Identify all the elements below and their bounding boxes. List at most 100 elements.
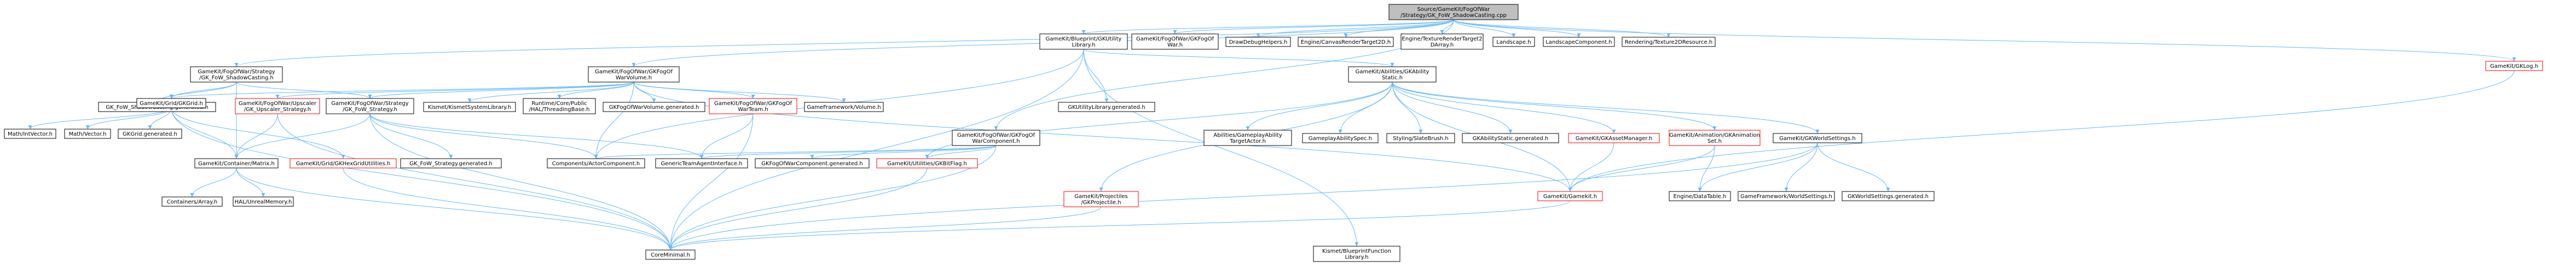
node-gf_volume[interactable]: GameFramework/Volume.h xyxy=(804,102,884,112)
node-box-landscape[interactable] xyxy=(1492,37,1535,47)
node-container_mat[interactable]: GameKit/Container/Matrix.h xyxy=(194,158,279,169)
node-box-fow_war[interactable] xyxy=(1131,33,1219,50)
node-datatable[interactable]: Engine/DataTable.h xyxy=(1669,191,1731,201)
node-box-generic_team[interactable] xyxy=(655,158,748,169)
node-strategy[interactable]: GameKit/FogOfWar/Strategy/GK_FoW_Strateg… xyxy=(326,98,414,114)
node-box-asset_mgr[interactable] xyxy=(1568,133,1660,143)
node-gklog[interactable]: GameKit/GKLog.h xyxy=(2485,61,2543,71)
node-drawdebug[interactable]: DrawDebugHelpers.h xyxy=(1225,37,1291,47)
node-gf_ws[interactable]: GameFramework/WorldSettings.h xyxy=(1738,191,1835,201)
node-box-ability_gen[interactable] xyxy=(1462,133,1559,143)
node-box-drawdebug[interactable] xyxy=(1225,37,1291,47)
node-bp_util[interactable]: GameKit/Blueprint/GKUtilityLibrary.h xyxy=(1039,33,1128,50)
node-box-threading[interactable] xyxy=(523,98,596,114)
node-containers_arr[interactable]: Containers/Array.h xyxy=(161,196,223,207)
node-landscape[interactable]: Landscape.h xyxy=(1492,37,1535,47)
node-box-ws_gen[interactable] xyxy=(1842,191,1935,201)
node-canvas_rt[interactable]: Engine/CanvasRenderTarget2D.h xyxy=(1298,37,1394,47)
node-box-projectiles[interactable] xyxy=(1063,191,1139,207)
node-box-bp_util[interactable] xyxy=(1039,33,1128,50)
node-box-bitflag[interactable] xyxy=(876,158,978,169)
node-projectiles[interactable]: GameKit/Projectiles/GKProjectile.h xyxy=(1063,191,1139,207)
node-asset_mgr[interactable]: GameKit/GKAssetManager.h xyxy=(1568,133,1660,143)
node-bitflag[interactable]: GameKit/Utilities/GKBitFlag.h xyxy=(876,158,978,169)
node-box-comp_gen[interactable] xyxy=(755,158,870,169)
node-ws_gen[interactable]: GKWorldSettings.generated.h xyxy=(1842,191,1935,201)
node-box-hexgrid[interactable] xyxy=(290,158,397,169)
node-box-gklog[interactable] xyxy=(2485,61,2543,71)
node-ability_gen[interactable]: GKAbilityStatic.generated.h xyxy=(1462,133,1559,143)
node-upscaler[interactable]: GameKit/FogOfWar/Upscaler/GK_Upscaler_St… xyxy=(235,98,320,114)
node-box-volume_gen[interactable] xyxy=(603,102,705,112)
node-gamekit_h[interactable]: GameKit/Gamekit.h xyxy=(1537,191,1603,201)
node-box-containers_arr[interactable] xyxy=(161,196,223,207)
node-gas_spec[interactable]: GameplayAbilitySpec.h xyxy=(1302,133,1379,143)
edge-gkability-to-abilities_ta xyxy=(1246,82,1393,131)
node-box-canvas_rt[interactable] xyxy=(1298,37,1394,47)
node-threading[interactable]: Runtime/Core/Public/HAL/ThreadingBase.h xyxy=(523,98,596,114)
node-box-fow_team[interactable] xyxy=(709,98,797,114)
node-box-kismet_sys[interactable] xyxy=(423,102,516,112)
node-strategy_gen[interactable]: GK_FoW_Strategy.generated.h xyxy=(400,158,502,169)
node-kismet_sys[interactable]: Kismet/KismetSystemLibrary.h xyxy=(423,102,516,112)
node-slate_brush[interactable]: Styling/SlateBrush.h xyxy=(1386,133,1455,143)
node-gkgrid[interactable]: GameKit/Grid/GKGrid.h xyxy=(136,98,206,108)
node-util_gen[interactable]: GKUtilityLibrary.generated.h xyxy=(1058,102,1155,112)
node-comp_gen[interactable]: GKFogOfWarComponent.generated.h xyxy=(755,158,870,169)
node-hexgrid[interactable]: GameKit/Grid/GKHexGridUtilities.h xyxy=(290,158,397,169)
node-box-strategy_h[interactable] xyxy=(190,66,283,83)
node-coreminimal[interactable]: CoreMinimal.h xyxy=(645,249,696,260)
node-box-coreminimal[interactable] xyxy=(645,249,696,260)
node-box-container_mat[interactable] xyxy=(194,158,279,169)
node-volume_gen[interactable]: GKFogOfWarVolume.generated.h xyxy=(603,102,705,112)
node-box-util_gen[interactable] xyxy=(1058,102,1155,112)
node-box-gamekit_h[interactable] xyxy=(1537,191,1603,201)
node-box-fow_comp[interactable] xyxy=(952,130,1040,146)
node-box-mathint[interactable] xyxy=(4,129,56,139)
node-box-slate_brush[interactable] xyxy=(1386,133,1455,143)
node-box-upscaler[interactable] xyxy=(235,98,320,114)
node-mathvec[interactable]: Math/Vector.h xyxy=(64,129,111,139)
node-mathint[interactable]: Math/IntVector.h xyxy=(4,129,56,139)
node-box-mathvec[interactable] xyxy=(64,129,111,139)
node-box-gf_ws[interactable] xyxy=(1738,191,1835,201)
node-box-tex2dres[interactable] xyxy=(1622,37,1716,47)
node-world_settings[interactable]: GameKit/GKWorldSettings.h xyxy=(1773,133,1862,143)
node-root[interactable]: Source/GameKit/FogOfWar/Strategy/GK_FoW_… xyxy=(1388,4,1519,20)
node-box-fow_volume[interactable] xyxy=(588,66,680,83)
node-box-gf_volume[interactable] xyxy=(804,102,884,112)
node-box-root[interactable] xyxy=(1388,4,1519,20)
node-box-anim_set[interactable] xyxy=(1669,130,1761,146)
node-gkgrid_gen[interactable]: GKGrid.generated.h xyxy=(118,129,182,139)
node-box-landscape_comp[interactable] xyxy=(1543,37,1615,47)
node-box-world_settings[interactable] xyxy=(1773,133,1862,143)
node-actor_comp[interactable]: Components/ActorComponent.h xyxy=(547,158,645,169)
node-box-kismet_bpfl[interactable] xyxy=(1313,246,1400,262)
node-box-hal_mem[interactable] xyxy=(233,196,294,207)
node-box-tex_rt2darr[interactable] xyxy=(1400,33,1484,50)
node-box-actor_comp[interactable] xyxy=(547,158,645,169)
node-tex2dres[interactable]: Rendering/Texture2DResource.h xyxy=(1622,37,1716,47)
node-box-gkgrid[interactable] xyxy=(136,98,206,108)
node-gkability[interactable]: GameKit/Abilities/GKAbilityStatic.h xyxy=(1348,66,1437,83)
node-label-root-0: Source/GameKit/FogOfWar xyxy=(1417,7,1491,13)
node-box-abilities_ta[interactable] xyxy=(1203,130,1292,146)
node-hal_mem[interactable]: HAL/UnrealMemory.h xyxy=(233,196,294,207)
node-fow_volume[interactable]: GameKit/FogOfWar/GKFogOfWarVolume.h xyxy=(588,66,680,83)
node-strategy_h[interactable]: GameKit/FogOfWar/Strategy/GK_FoW_ShadowC… xyxy=(190,66,283,83)
node-box-gkability[interactable] xyxy=(1348,66,1437,83)
node-fow_comp[interactable]: GameKit/FogOfWar/GKFogOfWarComponent.h xyxy=(952,130,1040,146)
node-box-datatable[interactable] xyxy=(1669,191,1731,201)
node-generic_team[interactable]: GenericTeamAgentInterface.h xyxy=(655,158,748,169)
node-box-gkgrid_gen[interactable] xyxy=(118,129,182,139)
node-box-gas_spec[interactable] xyxy=(1302,133,1379,143)
node-box-strategy[interactable] xyxy=(326,98,414,114)
node-landscape_comp[interactable]: LandscapeComponent.h xyxy=(1543,37,1615,47)
node-box-strategy_gen[interactable] xyxy=(400,158,502,169)
node-fow_war[interactable]: GameKit/FogOfWar/GKFogOfWar.h xyxy=(1131,33,1219,50)
